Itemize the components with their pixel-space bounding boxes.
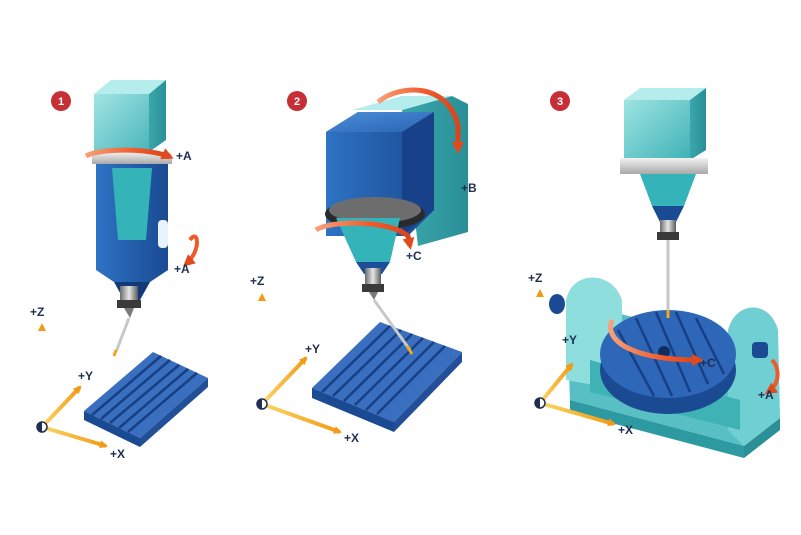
number-badge-icon: 3 [550, 91, 570, 111]
axis-1-x: +X [110, 447, 125, 461]
config-3: 3 [528, 88, 780, 458]
rotation-arrow-icon: +B [376, 87, 477, 195]
work-table-2 [312, 322, 462, 432]
rot-label-1a: +A [176, 149, 192, 163]
rotary-table-3 [600, 310, 736, 414]
axis-arrow-icon: +Z +Y +X [250, 274, 359, 445]
axis-1-z: +Z [30, 305, 44, 319]
rotation-arrow-icon: +A [174, 234, 199, 276]
axis-1-y: +Y [78, 369, 93, 383]
rotation-arrow-icon: +C [608, 319, 716, 370]
axis-2-z: +Z [250, 274, 264, 288]
axis-arrow-icon: +Z +Y +X [30, 305, 125, 461]
badge-2-label: 2 [294, 96, 300, 108]
spindle-head-3 [620, 88, 708, 318]
rotation-arrow-icon: +A [758, 358, 780, 402]
config-1: 1 [30, 80, 208, 461]
axis-3-y: +Y [562, 333, 577, 347]
badge-1-label: 1 [58, 96, 64, 108]
axis-3-z: +Z [528, 271, 542, 285]
axis-arrow-icon: +Z +Y +X [528, 271, 633, 437]
spindle-head-1 [92, 80, 172, 357]
axis-3-x: +X [618, 423, 633, 437]
rot-label-2b: +C [406, 249, 422, 263]
rot-label-3a: +C [700, 356, 716, 370]
axis-2-y: +Y [305, 342, 320, 356]
number-badge-icon: 1 [51, 91, 71, 111]
badge-3-label: 3 [557, 96, 563, 108]
number-badge-icon: 2 [287, 91, 307, 111]
config-2: 2 [250, 87, 477, 445]
rotation-arrow-icon: +C [314, 220, 422, 263]
work-table-1 [84, 352, 208, 447]
spindle-head-2 [325, 96, 468, 355]
rot-label-3b: +A [758, 388, 774, 402]
rotation-arrow-icon: +A [84, 147, 192, 163]
rot-label-2a: +B [461, 181, 477, 195]
rot-label-1b: +A [174, 262, 190, 276]
axis-2-x: +X [344, 431, 359, 445]
